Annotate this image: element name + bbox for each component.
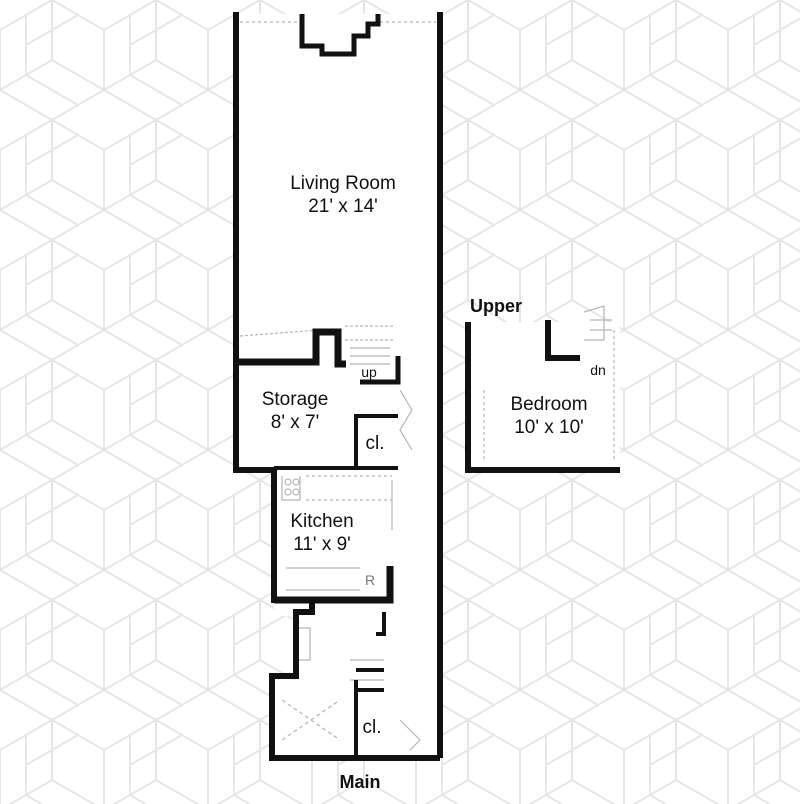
level-upper-label: Upper xyxy=(470,296,523,316)
kitchen-label: Kitchen 11' x 9' xyxy=(276,510,368,556)
level-main-label: Main xyxy=(339,772,381,792)
stair-dn-label: dn xyxy=(590,362,606,378)
living-room-name: Living Room xyxy=(290,173,396,194)
storage-label: Storage 8' x 7' xyxy=(240,388,350,434)
storage-name: Storage xyxy=(261,389,329,410)
stair-up-label: up xyxy=(361,364,377,380)
closet-label-2: cl. xyxy=(362,717,382,738)
bedroom-label: Bedroom 10' x 10' xyxy=(486,393,612,439)
fridge-label: R xyxy=(364,572,376,588)
bedroom-name: Bedroom xyxy=(510,394,588,415)
kitchen-name: Kitchen xyxy=(290,511,354,532)
walls xyxy=(233,12,620,761)
living-room-label: Living Room 21' x 14' xyxy=(258,172,428,218)
bedroom-dims: 10' x 10' xyxy=(514,417,584,438)
storage-dims: 8' x 7' xyxy=(270,412,320,433)
fixtures xyxy=(239,21,615,751)
closet-label-1: cl. xyxy=(365,433,385,454)
kitchen-dims: 11' x 9' xyxy=(293,534,351,555)
living-room-dims: 21' x 14' xyxy=(308,196,378,217)
